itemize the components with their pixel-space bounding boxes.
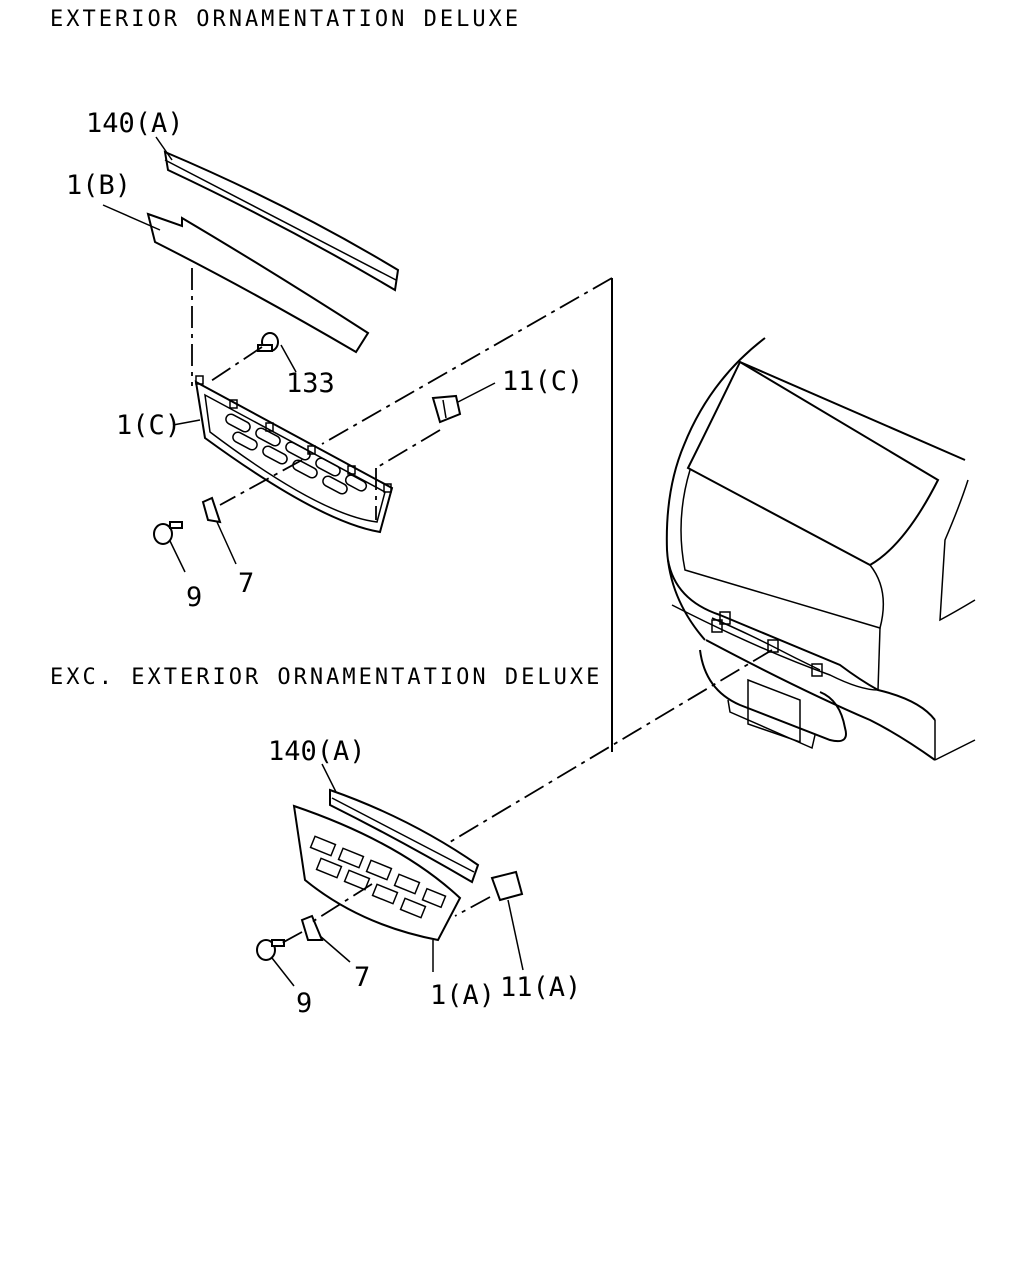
clip-7-top[interactable] — [201, 496, 222, 524]
clip-7-bottom[interactable] — [300, 914, 324, 941]
clip-11c[interactable] — [431, 394, 462, 424]
callout-11a: 11(A) — [500, 972, 581, 1003]
garnish-1b[interactable] — [146, 212, 370, 354]
section-title-deluxe: EXTERIOR ORNAMENTATION DELUXE — [50, 7, 521, 32]
grille-1a[interactable] — [292, 804, 462, 942]
callout-9-bottom: 9 — [296, 988, 312, 1019]
top-assembly-lines — [191, 268, 613, 520]
callout-7-top: 7 — [238, 568, 254, 599]
grille-1c[interactable] — [194, 375, 394, 534]
callout-133: 133 — [286, 368, 335, 399]
screw-9-bottom[interactable] — [256, 939, 285, 961]
callout-labels: 140(A) 1(B) 133 11(C) 1(C) 9 7 140(A) 7 … — [66, 108, 583, 1019]
clip-11a[interactable] — [490, 870, 524, 902]
molding-140a-bottom[interactable] — [329, 788, 480, 884]
callout-140a-top: 140(A) — [86, 108, 184, 139]
screw-133[interactable] — [257, 332, 279, 352]
callout-1a: 1(A) — [430, 980, 495, 1011]
callout-1b: 1(B) — [66, 170, 131, 201]
callout-1c: 1(C) — [116, 410, 181, 441]
bottom-assembly-lines — [279, 649, 773, 945]
callout-11c: 11(C) — [502, 366, 583, 397]
callout-140a-bottom: 140(A) — [268, 736, 366, 767]
callout-9-top: 9 — [186, 582, 202, 613]
vehicle-front-view — [665, 337, 976, 761]
bottom-leader-lines — [271, 763, 524, 987]
screw-9-top[interactable] — [153, 521, 183, 545]
top-leader-lines — [102, 136, 496, 573]
molding-140a-top[interactable] — [163, 150, 400, 292]
section-title-exc-deluxe: EXC. EXTERIOR ORNAMENTATION DELUXE — [50, 665, 602, 690]
callout-7-bottom: 7 — [354, 962, 370, 993]
